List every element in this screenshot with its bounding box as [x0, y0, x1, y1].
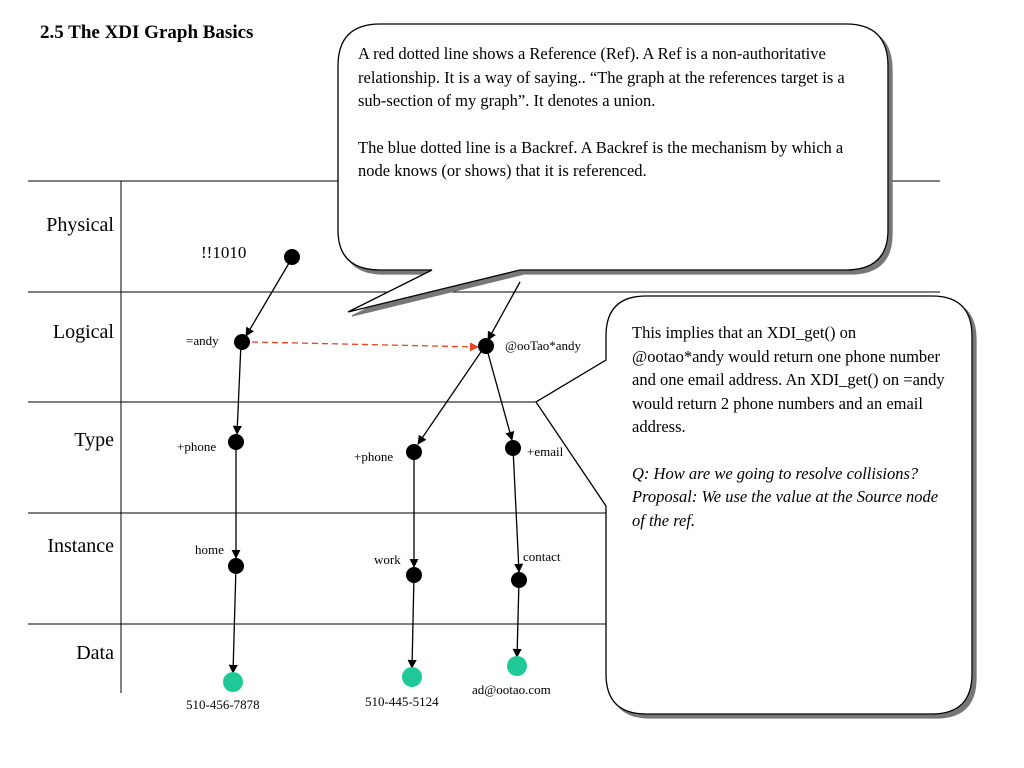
node-ootao-andy	[478, 338, 494, 354]
callout-top-text: A red dotted line shows a Reference (Ref…	[358, 42, 870, 183]
row-label-type: Type	[74, 429, 114, 451]
edge-ootao-to-email	[485, 345, 515, 441]
row-label-instance: Instance	[47, 535, 114, 557]
edge-work-to-data	[407, 574, 417, 669]
slide-title: 2.5 The XDI Graph Basics	[40, 22, 254, 43]
row-label-physical: Physical	[46, 214, 114, 236]
callout-top-para1: A red dotted line shows a Reference (Ref…	[358, 44, 845, 110]
label-andy: =andy	[186, 333, 219, 348]
callout-right-para2: Q: How are we going to resolve collision…	[632, 462, 952, 533]
edge-physical-to-ootao	[487, 281, 521, 341]
node-mid-phone	[406, 444, 422, 460]
edge-andy-to-phone	[232, 342, 242, 435]
callout-right-bubble	[535, 295, 973, 715]
node-left-phone	[228, 434, 244, 450]
label-work: work	[374, 552, 401, 567]
label-email: +email	[527, 444, 564, 459]
edge-ootao-to-phone	[417, 345, 486, 445]
row-label-logical: Logical	[52, 321, 114, 343]
node-home	[228, 558, 244, 574]
label-ootao-andy: @ooTao*andy	[505, 338, 582, 353]
label-home: home	[195, 542, 224, 557]
graph-nodes	[223, 249, 527, 692]
callout-top-para2: The blue dotted line is a Backref. A Bac…	[358, 137, 844, 181]
label-data-work: 510-445-5124	[365, 694, 439, 709]
row-label-data: Data	[76, 642, 114, 664]
node-work	[406, 567, 422, 583]
node-email	[505, 440, 521, 456]
callout-right-para1: This implies that an XDI_get() on @ootao…	[632, 323, 945, 436]
label-data-email: ad@ootao.com	[472, 682, 551, 697]
node-physical	[284, 249, 300, 265]
node-contact	[511, 572, 527, 588]
edge-contact-to-data	[512, 579, 522, 658]
label-data-home: 510-456-7878	[186, 697, 260, 712]
edge-email-to-contact	[512, 447, 524, 573]
label-mid-phone: +phone	[354, 449, 394, 464]
callout-right-question: Q: How are we going to resolve collision…	[632, 463, 919, 483]
data-node-home	[223, 672, 243, 692]
node-andy	[234, 334, 250, 350]
label-contact: contact	[523, 549, 561, 564]
callout-right-text: This implies that an XDI_get() on @ootao…	[632, 321, 952, 532]
callout-top-bubble	[337, 23, 889, 313]
label-left-phone: +phone	[177, 439, 217, 454]
graph-edges	[228, 257, 524, 674]
data-node-work	[402, 667, 422, 687]
label-physical-node: !!1010	[201, 243, 247, 262]
ref-andy-to-ootao	[251, 341, 479, 352]
edge-home-to-data	[228, 565, 238, 674]
edge-physical-to-andy	[245, 257, 293, 337]
data-node-email	[507, 656, 527, 676]
callout-right-proposal: Proposal: We use the value at the Source…	[632, 487, 939, 530]
